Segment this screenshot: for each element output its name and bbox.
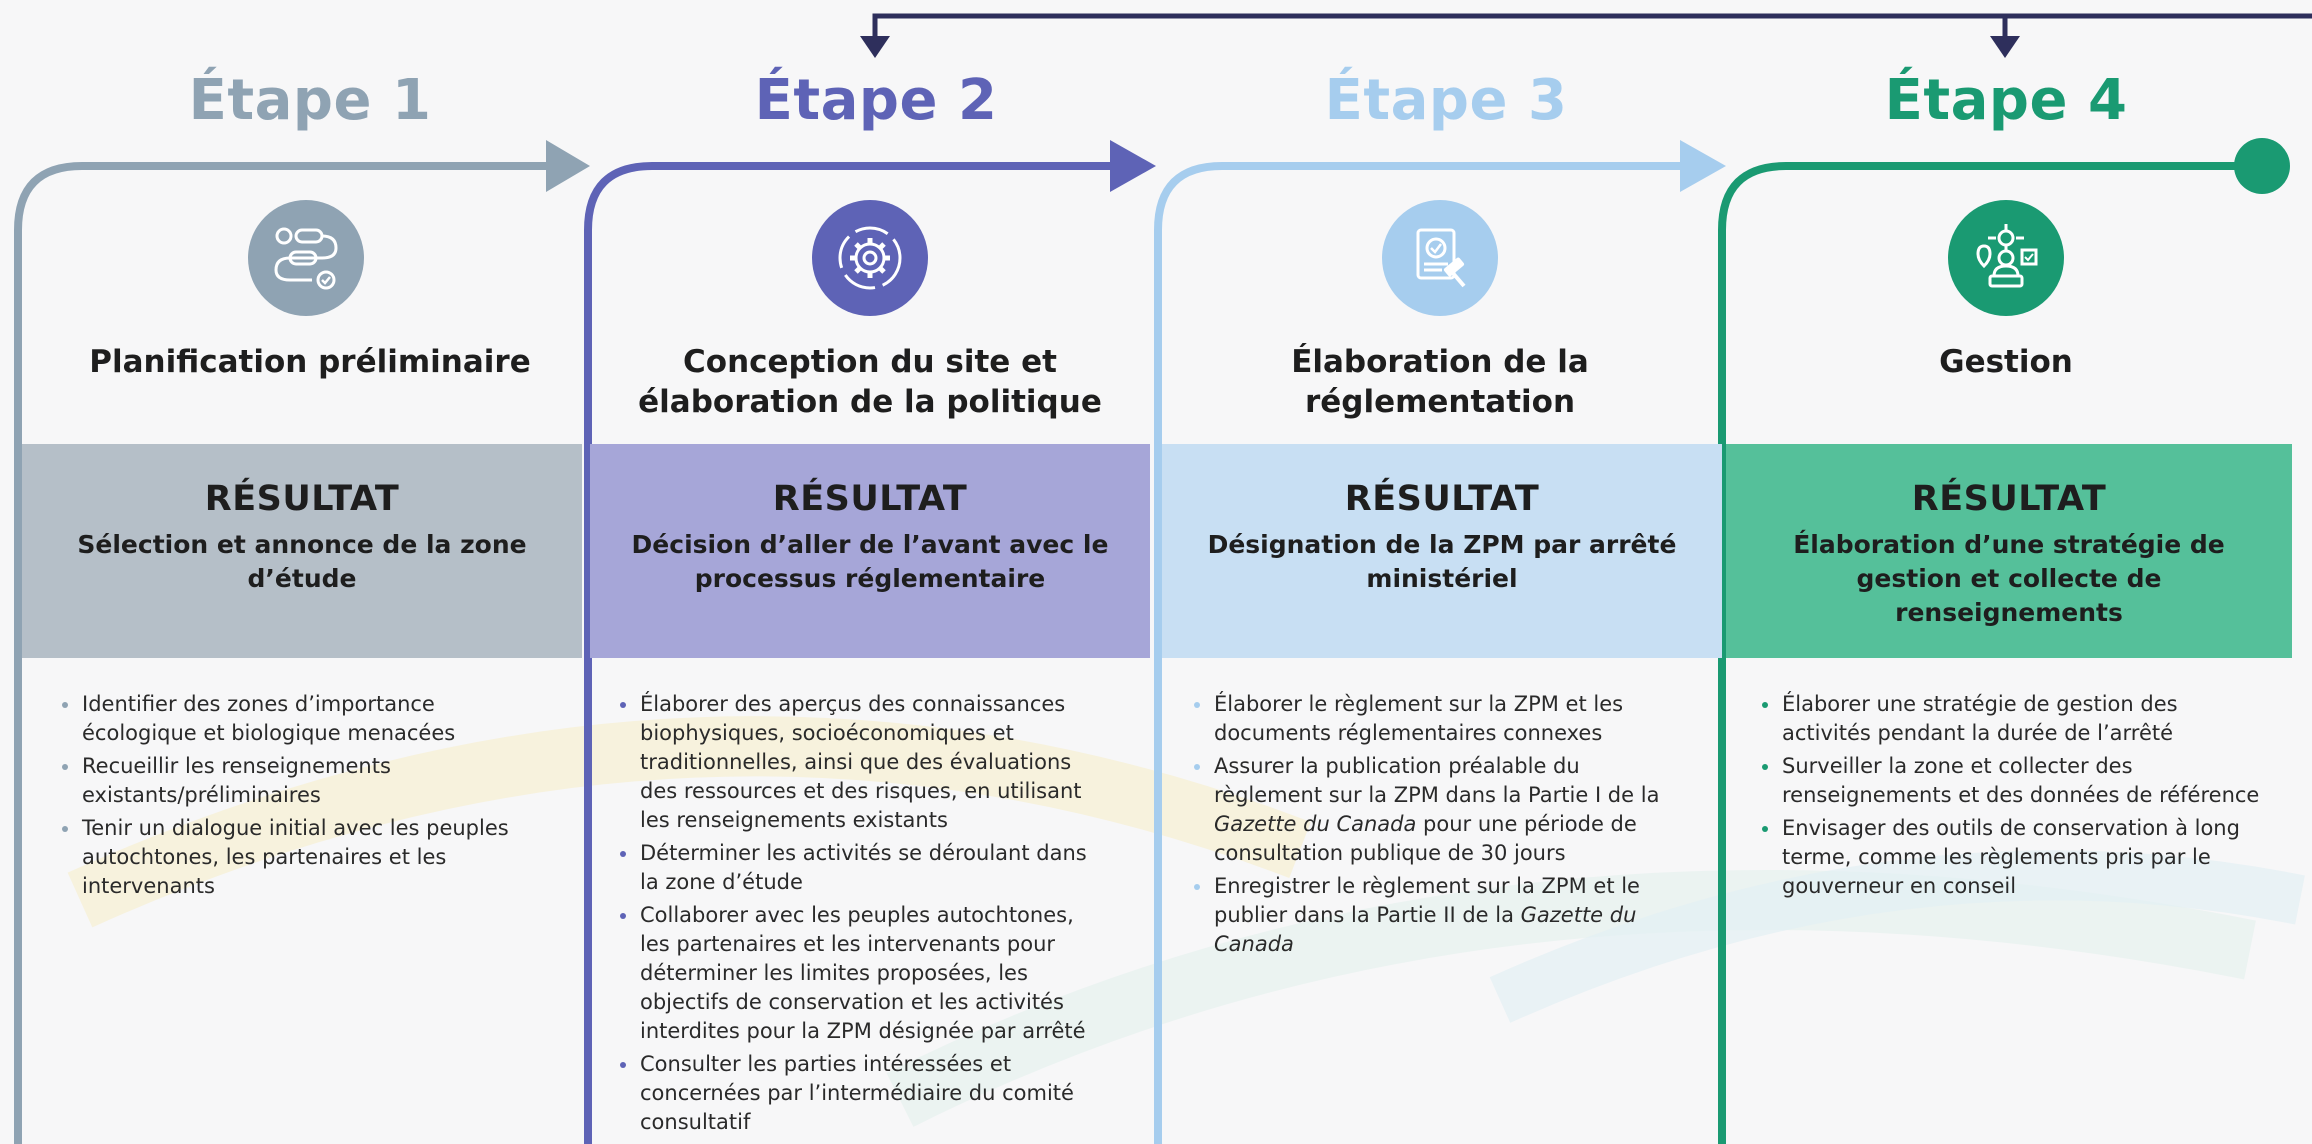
background-swoosh [1489,850,2305,1023]
list-item: Collaborer avec les peuples autochtones,… [618,901,1098,1046]
list-item: Élaborer des aperçus des connaissances b… [618,690,1098,835]
stage-4-item-list: Élaborer une stratégie de gestion des ac… [1760,690,2260,905]
list-item: Consulter les parties intéressées et con… [618,1050,1098,1137]
stage-2-result-label: RÉSULTAT [772,479,968,519]
list-item-italic: Gazette du Canada [1214,903,1637,956]
list-item: Surveiller la zone et collecter des rens… [1760,752,2260,810]
list-item: Élaborer une stratégie de gestion des ac… [1760,690,2260,748]
stage-4-connector [1718,162,2262,1144]
list-item: Recueillir les renseignements existants/… [60,752,540,810]
stage-4-result-label: RÉSULTAT [1911,479,2107,519]
regulation-document-icon [1382,200,1498,316]
stage-3-title: Étape 3 [1324,68,1568,133]
background-swoosh [886,870,2256,1127]
stage-4-result-box: RÉSULTAT Élaboration d’une stratégie de … [1726,444,2292,658]
stage-3-result-text: Désignation de la ZPM par arrêté ministé… [1207,530,1677,593]
loop-arrow-down-stage-2 [860,36,890,58]
gear-cycle-icon-svg [838,226,902,290]
regulation-document-icon-svg [1416,228,1466,288]
list-item-text: Assurer la publication préalable du règl… [1214,754,1660,807]
stage-1-result-text: Sélection et annonce de la zone d’étude [77,530,527,593]
list-item: Envisager des outils de conservation à l… [1760,814,2260,901]
loop-arrow-down-stage-4 [1990,36,2020,58]
stage-1-connector [14,162,552,1144]
stage-2-title: Étape 2 [754,68,998,133]
stage-1-heading: Planification préliminaire [89,344,531,380]
planning-flow-icon [248,200,364,316]
list-item-text: Enregistrer le règlement sur la ZPM et l… [1214,874,1640,927]
stage-3-item-list: Élaborer le règlement sur la ZPM et les … [1192,690,1672,963]
stage-2-connector [584,162,1116,1144]
stage-2-heading: Conception du site et élaboration de la … [638,344,1102,421]
list-item: Assurer la publication préalable du règl… [1192,752,1672,868]
list-item: Tenir un dialogue initial avec les peupl… [60,814,540,901]
stage-1-arrowhead [546,140,590,192]
stage-3-connector [1154,162,1686,1144]
gear-cycle-icon [812,200,928,316]
stage-3-arrowhead [1680,140,1726,192]
management-person-icon-svg [1976,224,2038,288]
stage-1-result-label: RÉSULTAT [204,479,400,519]
stage-2-result-box: RÉSULTAT Décision d’aller de l’avant ave… [590,444,1150,658]
list-item-text: pour une période de consultation publiqu… [1214,812,1637,865]
list-item-text: Élaborer le règlement sur la ZPM et les … [1214,692,1624,745]
stage-4-result-text: Élaboration d’une stratégie de gestion e… [1793,530,2225,627]
stage-2-item-list: Élaborer des aperçus des connaissances b… [618,690,1098,1141]
stage-1-item-list: Identifier des zones d’importance écolog… [60,690,540,905]
stage-3-result-label: RÉSULTAT [1344,479,1540,519]
stage-2-result-text: Décision d’aller de l’avant avec le proc… [631,530,1109,593]
list-item: Élaborer le règlement sur la ZPM et les … [1192,690,1672,748]
list-item: Identifier des zones d’importance écolog… [60,690,540,748]
stage-4-end-dot [2234,138,2290,194]
management-person-icon [1948,200,2064,316]
stage-2-arrowhead [1110,140,1156,192]
list-item: Enregistrer le règlement sur la ZPM et l… [1192,872,1672,959]
stage-4-heading: Gestion [1939,344,2073,380]
list-item: Déterminer les activités se déroulant da… [618,839,1098,897]
stage-1-title: Étape 1 [188,68,432,133]
list-item-italic: Gazette du Canada [1214,812,1417,836]
loop-back-line [872,13,2312,40]
stage-4-title: Étape 4 [1884,68,2128,133]
stage-1-result-box: RÉSULTAT Sélection et annonce de la zone… [22,444,582,658]
planning-flow-icon-svg [274,227,338,290]
stage-3-heading: Élaboration de la réglementation [1291,344,1589,421]
background-swoosh [67,716,1311,928]
stage-3-result-box: RÉSULTAT Désignation de la ZPM par arrêt… [1162,444,1722,658]
